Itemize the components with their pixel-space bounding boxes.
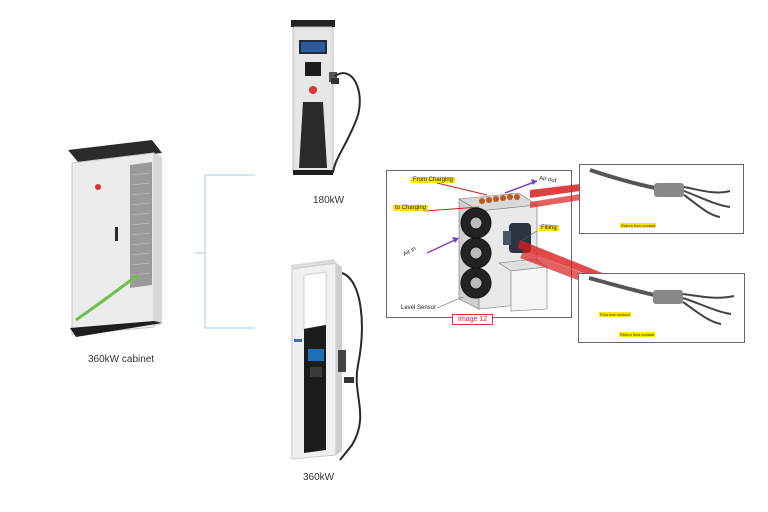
label-to-charging: to Charging (393, 205, 429, 211)
hose-fitting-drawing-top (589, 168, 731, 218)
image-number-tag: Image 12 (452, 314, 494, 325)
air-out-arrow (504, 180, 538, 194)
cabinet-caption: 360kW cabinet (88, 354, 155, 365)
emergency-stop (95, 184, 101, 190)
charger-360kw-illustration (290, 259, 363, 461)
label-return-flow-bottom: Return flow coolant (619, 332, 656, 337)
detail-panel-bottom: Flow line coolant Return flow coolant (578, 273, 745, 343)
air-in-arrow (426, 238, 458, 254)
connection-bracket (195, 174, 255, 329)
charger-180kw-caption: 180kW (313, 195, 345, 206)
green-accent-stripe (75, 273, 139, 322)
cooling-system-panel: From Charging Air out to Charging Air in… (386, 170, 572, 318)
label-flow-line: Flow line coolant (599, 312, 631, 317)
charger-180kw-illustration (291, 20, 361, 175)
charger-360kw-caption: 360kW (303, 472, 335, 483)
detail-panel-top: Return flow coolant (579, 164, 744, 234)
label-level-sensor: Level Sensor (401, 305, 437, 311)
label-from-charging: From Charging (411, 177, 456, 183)
hose-fitting-drawing-bottom (588, 276, 735, 325)
label-filling: Filling (539, 225, 559, 231)
label-return-flow-top: Return flow coolant (620, 223, 657, 228)
cooling-unit-drawing (424, 179, 548, 312)
cabinet-illustration (68, 140, 162, 337)
